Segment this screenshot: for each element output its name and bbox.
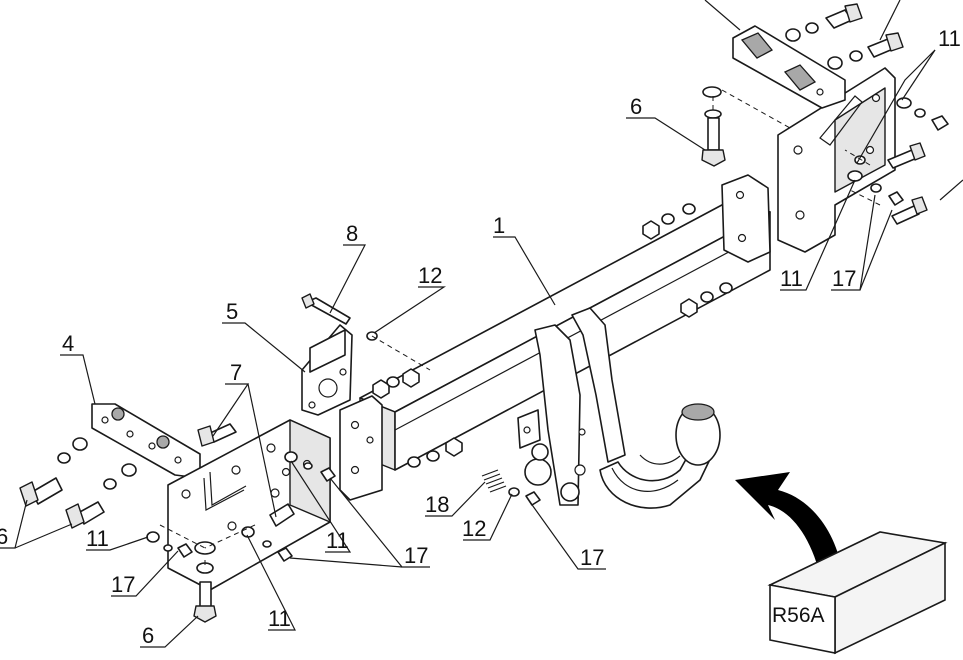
label-part-6-left: 6 xyxy=(0,524,8,549)
label-part-12-b: 12 xyxy=(462,516,486,541)
left-side-arm xyxy=(91,403,201,479)
towball xyxy=(675,403,721,466)
socket-bracket xyxy=(517,409,541,449)
label-part-17-a: 17 xyxy=(111,572,135,597)
fasteners xyxy=(19,3,949,623)
label-part-12-a: 12 xyxy=(418,263,442,288)
socket-cap xyxy=(524,443,580,502)
beam-right-flange xyxy=(721,174,771,263)
right-upper-arm xyxy=(732,25,846,109)
label-part-7: 7 xyxy=(230,360,242,385)
label-part-17-d: 17 xyxy=(832,266,856,291)
label-part-5: 5 xyxy=(226,299,238,324)
label-part-11-e: 11 xyxy=(938,26,961,51)
curved-arrow-icon xyxy=(735,472,842,575)
part-labels: 1 4 5 6 6 6 7 8 11 11 11 11 11 12 12 17 … xyxy=(0,26,961,648)
label-part-18: 18 xyxy=(425,492,449,517)
left-mount-plate xyxy=(167,419,331,591)
label-part-11-d: 11 xyxy=(780,266,803,291)
alignment-lines xyxy=(159,89,881,568)
beam-left-flange xyxy=(339,395,383,501)
electrical-bracket-plate xyxy=(301,324,353,416)
label-part-6-top: 6 xyxy=(630,94,642,119)
towball-neck xyxy=(599,444,713,509)
label-part-17-b: 17 xyxy=(404,543,428,568)
model-code-text: R56A xyxy=(772,604,825,627)
label-part-1: 1 xyxy=(493,213,505,238)
label-part-6-bottom: 6 xyxy=(142,623,154,648)
label-part-4: 4 xyxy=(62,331,74,356)
label-part-17-c: 17 xyxy=(580,545,604,570)
label-part-8: 8 xyxy=(346,221,358,246)
label-part-11-a: 11 xyxy=(86,526,109,551)
model-box: R56A xyxy=(767,531,948,655)
neck-bracket xyxy=(534,307,626,506)
right-mount-bracket xyxy=(777,67,896,253)
label-part-11-b: 11 xyxy=(268,606,291,631)
label-part-11-c: 11 xyxy=(326,528,349,553)
